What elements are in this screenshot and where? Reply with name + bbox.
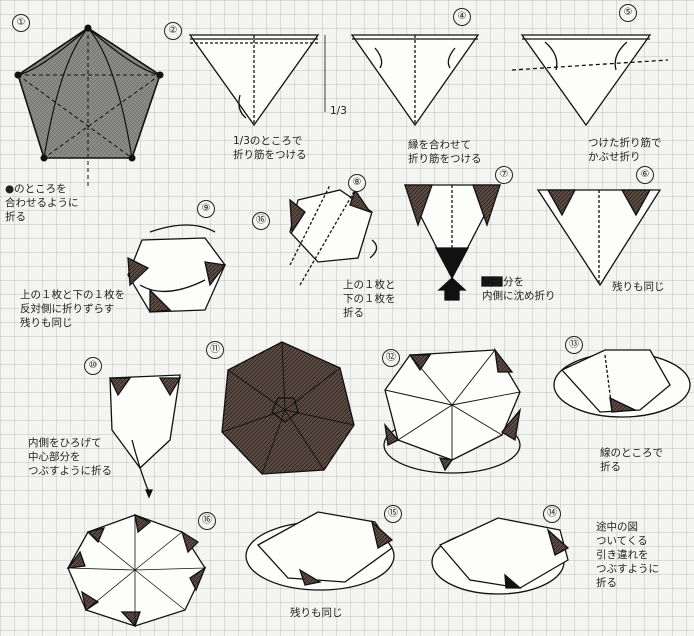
caption-step-7: 上の１枚と 下の１枚を 折る xyxy=(343,278,396,320)
step-number-1: ① xyxy=(12,14,30,32)
step-2-figure xyxy=(190,35,325,125)
step-3-figure xyxy=(352,35,478,125)
step-15-figure xyxy=(246,512,394,590)
caption-step-6: の部分を 内側に沈め折り xyxy=(482,275,556,303)
step-number-10: ⑩ xyxy=(84,357,102,375)
caption-step-1: ●のところを 合わせるように 折る xyxy=(5,182,79,224)
step-number-16: ⑯ xyxy=(198,512,216,530)
step-number-2: ② xyxy=(164,22,182,40)
step-number-8: ⑧ xyxy=(348,174,366,192)
step-number-13: ⑬ xyxy=(565,336,583,354)
step-number-11: ⑪ xyxy=(206,341,224,359)
step-14-figure xyxy=(432,518,568,594)
caption-step-2-fraction: 1/3 xyxy=(330,104,347,118)
step-number-12: ⑫ xyxy=(382,349,400,367)
step-number-6: ⑥ xyxy=(636,166,654,184)
step-10-figure xyxy=(110,375,180,497)
caption-step-5: 残りも同じ xyxy=(612,280,665,294)
caption-step-10: 線のところで 折る xyxy=(600,446,663,474)
caption-step-3: 縁を合わせて 折り筋をつける xyxy=(408,138,482,166)
step-16-figure xyxy=(68,515,205,626)
step-7-figure xyxy=(290,185,377,285)
step-number-5: ⑤ xyxy=(619,4,637,22)
caption-step-11: 途中の図 ついてくる 引き違れを つぶすように 折る xyxy=(596,520,659,590)
caption-step-12: 残りも同じ xyxy=(290,606,343,620)
step-4-figure xyxy=(512,35,668,125)
step-8-figure xyxy=(128,225,225,312)
step-number-9: ⑨ xyxy=(197,200,215,218)
step-number-15: ⑮ xyxy=(384,505,402,523)
step-number-14: ⑭ xyxy=(543,505,561,523)
caption-step-8: 上の１枚と下の１枚を 反対側に折りずらす 残りも同じ xyxy=(20,288,125,330)
step-number-4: ④ xyxy=(453,8,471,26)
step-13-figure xyxy=(554,350,690,417)
caption-step-2: 1/3のところで 折り筋をつける xyxy=(233,134,307,162)
step-11-figure xyxy=(222,342,354,474)
step-12-figure xyxy=(384,350,520,473)
step-number-7: ⑦ xyxy=(495,166,513,184)
step-5-figure xyxy=(538,190,660,285)
step-1-figure xyxy=(15,25,164,189)
step-number-16a: ⑯ xyxy=(252,212,270,230)
caption-step-9: 内側をひろげて 中心部分を つぶすように折る xyxy=(28,436,112,478)
caption-step-4: つけた折り筋で かぶせ折り xyxy=(588,136,662,164)
